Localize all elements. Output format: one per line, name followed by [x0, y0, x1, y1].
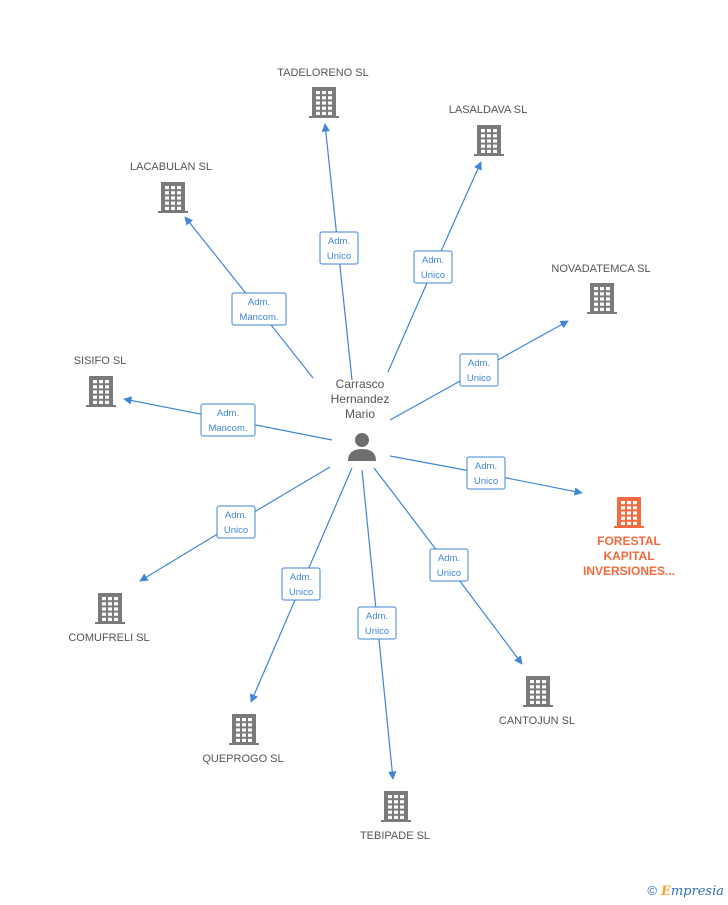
- company-name: LACABULAN SL: [130, 161, 212, 173]
- company-node-forestal[interactable]: FORESTALKAPITALINVERSIONES...: [583, 497, 675, 578]
- badge-text: Mancom.: [239, 312, 278, 323]
- company-node-comufreli[interactable]: COMUFRELI SL: [68, 593, 150, 644]
- company-node-cantojun[interactable]: CANTOJUN SL: [499, 676, 575, 727]
- company-name: INVERSIONES...: [583, 564, 675, 578]
- role-badge-comufreli[interactable]: Adm. Unico: [216, 505, 256, 539]
- person-icon: [348, 433, 376, 461]
- badge-text: Adm.: [475, 461, 497, 472]
- company-node-sisifo[interactable]: SISIFO SL: [74, 355, 127, 407]
- company-node-queprogo[interactable]: QUEPROGO SL: [202, 714, 284, 765]
- badge-text: Adm.: [217, 408, 239, 419]
- badge-text: Adm.: [248, 297, 270, 308]
- badge-text: Adm.: [225, 510, 247, 521]
- building-icon: [587, 283, 617, 314]
- company-name: SISIFO SL: [74, 355, 127, 367]
- building-icon: [523, 676, 553, 707]
- badge-box: [281, 567, 321, 601]
- role-badge-lacabulan[interactable]: Adm. Mancom.: [231, 292, 287, 326]
- building-icon: [158, 182, 188, 213]
- person-name: Carrasco: [336, 377, 385, 391]
- building-icon: [229, 714, 259, 745]
- role-badge-cantojun[interactable]: Adm. Unico: [429, 548, 469, 582]
- badge-text: Adm.: [468, 358, 490, 369]
- nodes-layer: TADELORENO SL LASALDAVA SL LACABULAN SL NOV…: [68, 67, 675, 842]
- building-icon: [474, 125, 504, 156]
- company-node-tadeloreno[interactable]: TADELORENO SL: [277, 67, 369, 118]
- company-node-lacabulan[interactable]: LACABULAN SL: [130, 161, 212, 213]
- company-name: LASALDAVA SL: [449, 104, 527, 116]
- badge-box: [200, 403, 256, 437]
- company-name: KAPITAL: [603, 549, 654, 563]
- badge-text: Unico: [421, 270, 445, 281]
- person-name: Mario: [345, 407, 375, 421]
- badge-box: [231, 292, 287, 326]
- company-node-lasaldava[interactable]: LASALDAVA SL: [449, 104, 527, 156]
- badge-box: [319, 231, 359, 265]
- role-badge-lasaldava[interactable]: Adm. Unico: [413, 250, 453, 284]
- brand-footer[interactable]: ©Empresia: [647, 883, 724, 899]
- badge-text: Unico: [437, 568, 461, 579]
- badge-box: [429, 548, 469, 582]
- building-icon: [95, 593, 125, 624]
- badge-text: Unico: [289, 587, 313, 598]
- company-name: COMUFRELI SL: [68, 632, 149, 644]
- brand-name: mpresia: [670, 884, 724, 899]
- building-icon: [309, 87, 339, 118]
- badge-text: Unico: [474, 476, 498, 487]
- role-badge-sisifo[interactable]: Adm. Mancom.: [200, 403, 256, 437]
- company-node-tebipade[interactable]: TEBIPADE SL: [360, 791, 430, 842]
- brand-initial: E: [660, 884, 671, 899]
- company-node-novadatemca[interactable]: NOVADATEMCA SL: [551, 263, 651, 314]
- badge-text: Mancom.: [208, 423, 247, 434]
- company-name: QUEPROGO SL: [202, 753, 283, 765]
- company-name: TADELORENO SL: [277, 67, 369, 79]
- person-name: Hernandez: [331, 392, 390, 406]
- badge-text: Adm.: [422, 255, 444, 266]
- badge-box: [216, 505, 256, 539]
- company-name: NOVADATEMCA SL: [551, 263, 650, 275]
- role-badge-tadeloreno[interactable]: Adm. Unico: [319, 231, 359, 265]
- badge-text: Adm.: [438, 553, 460, 564]
- badge-text: Adm.: [328, 236, 350, 247]
- badge-text: Unico: [467, 373, 491, 384]
- role-badge-novadatemca[interactable]: Adm. Unico: [459, 353, 499, 387]
- badge-box: [357, 606, 397, 640]
- building-icon: [86, 376, 116, 407]
- badge-text: Unico: [365, 626, 389, 637]
- badge-box: [459, 353, 499, 387]
- badge-text: Unico: [327, 251, 351, 262]
- badge-text: Unico: [224, 525, 248, 536]
- company-name: CANTOJUN SL: [499, 715, 575, 727]
- copyright-icon: ©: [647, 883, 657, 898]
- badge-box: [413, 250, 453, 284]
- badge-box: [466, 456, 506, 490]
- badge-text: Adm.: [290, 572, 312, 583]
- role-badge-forestal[interactable]: Adm. Unico: [466, 456, 506, 490]
- company-name: TEBIPADE SL: [360, 830, 430, 842]
- role-badge-queprogo[interactable]: Adm. Unico: [281, 567, 321, 601]
- building-icon: [381, 791, 411, 822]
- building-icon: [614, 497, 644, 528]
- company-name: FORESTAL: [597, 534, 661, 548]
- badge-text: Adm.: [366, 611, 388, 622]
- role-badge-tebipade[interactable]: Adm. Unico: [357, 606, 397, 640]
